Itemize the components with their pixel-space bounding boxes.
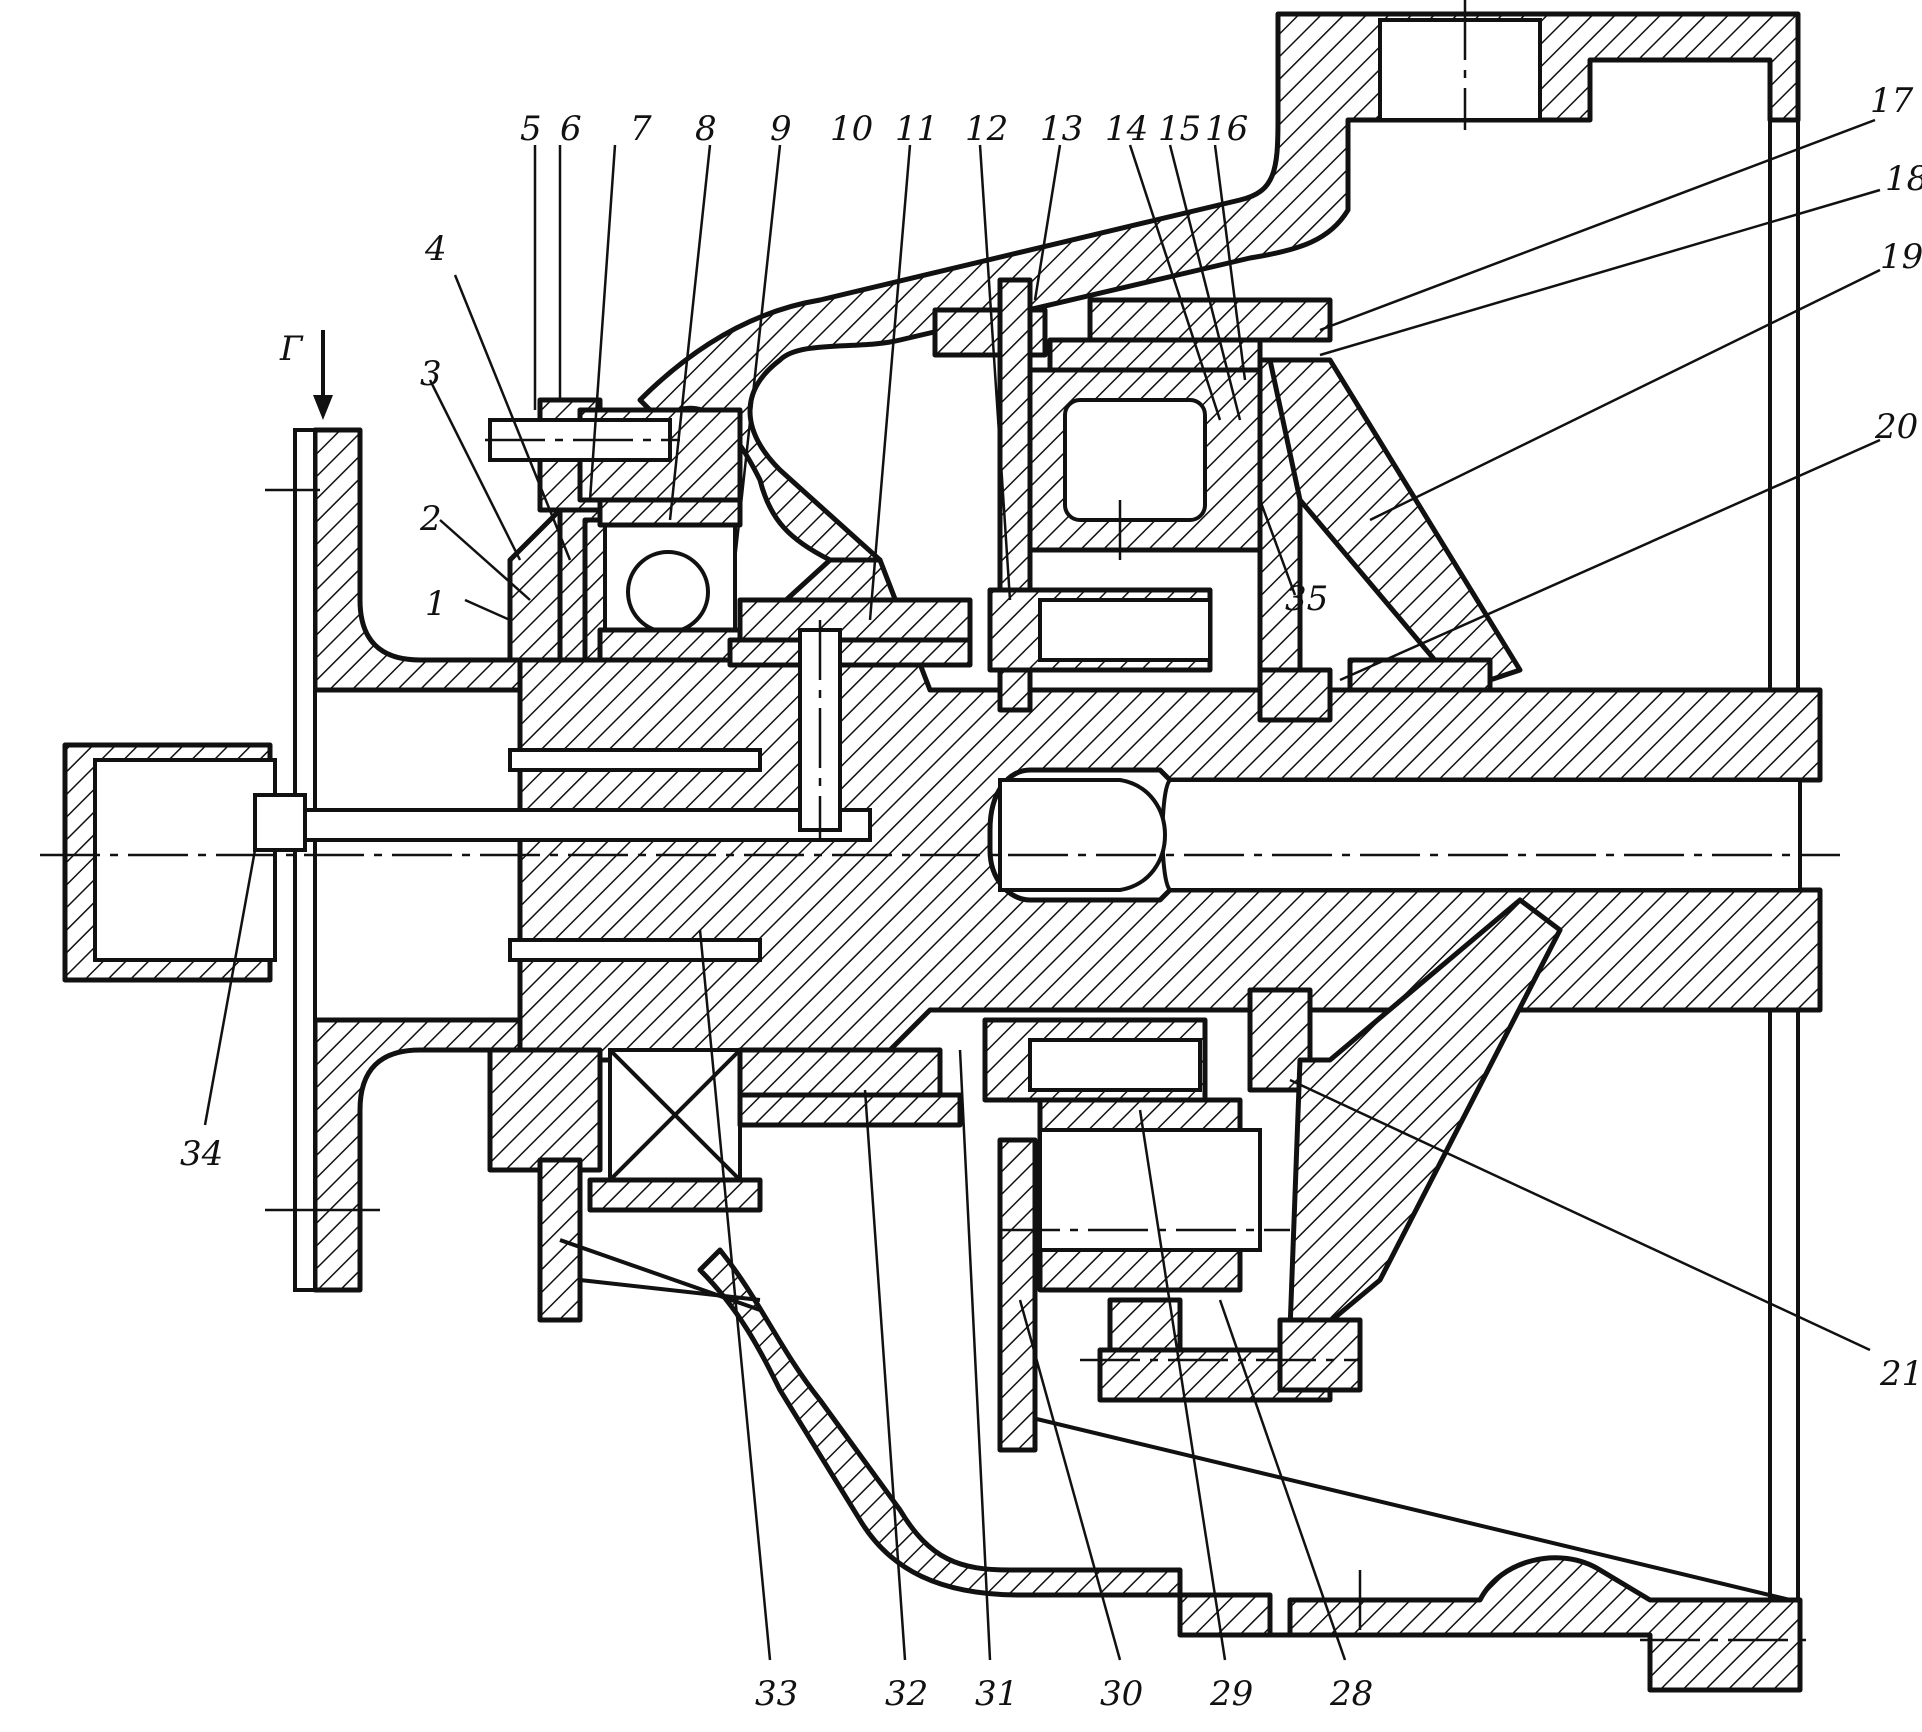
upper-bearing-group [485,397,743,663]
label-13: 13 [1040,109,1083,149]
spline-sleeve-upper [727,597,973,840]
housing-bottom [697,1247,1803,1693]
label-14: 14 [1105,109,1148,149]
label-19: 19 [1880,237,1922,277]
label-34: 34 [180,1134,223,1174]
leader-lines [203,118,1881,1661]
ball [626,550,710,634]
planetary-lower [982,897,1563,1453]
label-35: 35 [1285,579,1328,619]
lower-bearing-group [487,1047,963,1323]
part-labels: 1 2 3 4 5 6 7 8 9 10 11 12 13 14 15 16 1… [180,81,1922,1714]
centerlines [40,0,1840,1642]
housing-top [637,11,1801,563]
label-2: 2 [419,499,442,539]
label-1: 1 [425,584,447,624]
label-5: 5 [520,109,542,149]
label-12: 12 [965,109,1008,149]
label-21: 21 [1879,1354,1922,1394]
view-arrow: Г [279,329,333,420]
label-6: 6 [560,109,582,149]
label-28: 28 [1329,1674,1373,1714]
label-8: 8 [695,109,717,149]
input-cup [62,742,307,983]
label-4: 4 [424,229,447,269]
label-33: 33 [755,1674,798,1714]
label-15: 15 [1158,109,1201,149]
label-11: 11 [895,109,938,149]
label-9: 9 [770,109,792,149]
label-32: 32 [885,1674,928,1714]
planetary-upper [932,277,1523,723]
label-29: 29 [1209,1674,1253,1714]
label-18: 18 [1885,159,1922,199]
label-30: 30 [1100,1674,1143,1714]
label-31: 31 [975,1674,1018,1714]
top-port [1378,18,1542,122]
pin-34 [253,793,307,852]
label-20: 20 [1874,407,1918,447]
label-10: 10 [830,109,873,149]
label-17: 17 [1870,81,1914,121]
label-3: 3 [420,354,442,394]
left-flange [265,427,523,1293]
label-16: 16 [1205,109,1248,149]
label-7: 7 [630,109,652,149]
view-marker-label: Г [279,329,304,369]
